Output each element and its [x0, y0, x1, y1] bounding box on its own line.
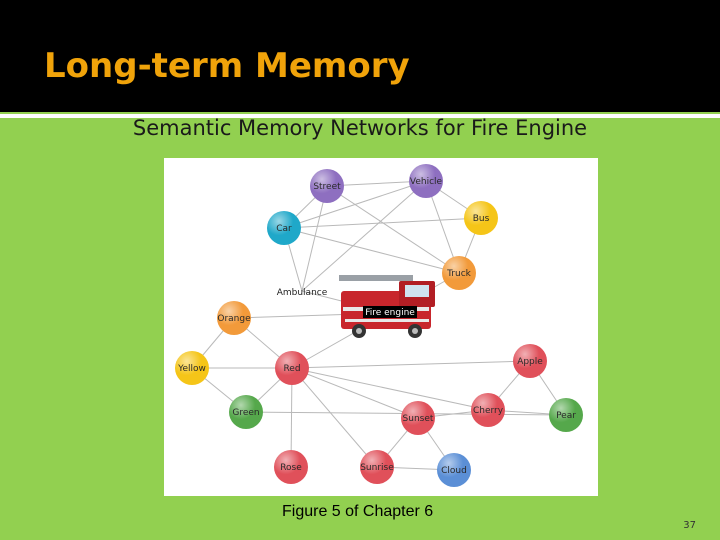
node-green: Green: [229, 395, 263, 429]
node-label: Red: [283, 364, 300, 374]
title-bar: [0, 0, 720, 118]
node-sunrise: Sunrise: [360, 450, 394, 484]
edge-red-apple: [291, 360, 531, 369]
node-label: Cherry: [473, 406, 504, 416]
node-apple: Apple: [513, 344, 547, 378]
node-vehicle: Vehicle: [409, 164, 443, 198]
node-label: Green: [232, 408, 259, 418]
edge-red-sunrise: [291, 367, 378, 468]
node-car: Car: [267, 211, 301, 245]
node-cloud: Cloud: [437, 453, 471, 487]
node-label: Pear: [556, 411, 576, 421]
node-label: Vehicle: [410, 177, 443, 187]
edge-bus-car: [283, 217, 482, 229]
node-label: Bus: [473, 214, 490, 224]
title-rule: [0, 114, 720, 118]
node-red: Red: [275, 351, 309, 385]
node-label: Car: [276, 224, 292, 234]
edge-street-truck: [326, 185, 460, 274]
node-cherry: Cherry: [471, 393, 505, 427]
node-orange: Orange: [217, 301, 251, 335]
edge-vehicle-car: [283, 180, 427, 229]
edge-red-sunset: [291, 367, 419, 419]
node-label: Ambulance: [277, 288, 328, 298]
node-label: Orange: [217, 314, 251, 324]
node-sunset: Sunset: [401, 401, 435, 435]
node-label: Cloud: [441, 466, 467, 476]
node-label: Sunrise: [360, 463, 394, 473]
figure-caption: Figure 5 of Chapter 6: [282, 503, 434, 520]
node-rose: Rose: [274, 450, 308, 484]
node-truck: Truck: [442, 256, 476, 290]
node-label: Apple: [517, 357, 543, 367]
node-pear: Pear: [549, 398, 583, 432]
slide-subtitle: Semantic Memory Networks for Fire Engine: [132, 116, 588, 140]
node-label: Yellow: [177, 364, 206, 374]
edge-vehicle-ambulance: [301, 180, 427, 292]
node-label: Sunset: [403, 414, 434, 424]
node-yellow: Yellow: [175, 351, 209, 385]
node-ambulance: Ambulance: [277, 288, 328, 298]
node-fire_engine: Fire engine: [339, 275, 435, 338]
page-number: 37: [683, 520, 696, 531]
edge-street-ambulance: [301, 185, 328, 292]
edge-red-cherry: [291, 367, 489, 411]
node-bus: Bus: [464, 201, 498, 235]
node-label: Rose: [280, 463, 302, 473]
node-label: Fire engine: [365, 308, 415, 318]
node-label: Truck: [446, 269, 472, 279]
node-street: Street: [310, 169, 344, 203]
node-label: Street: [313, 182, 341, 192]
edge-car-truck: [283, 227, 460, 274]
slide-title: Long-term Memory: [44, 46, 410, 86]
